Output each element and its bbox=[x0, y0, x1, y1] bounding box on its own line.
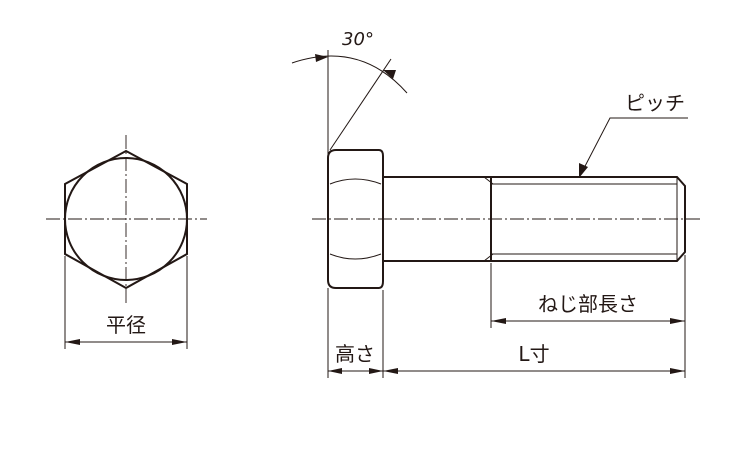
head-flat-arc-lower bbox=[329, 253, 382, 260]
angle-label: 30° bbox=[342, 29, 374, 50]
arrowhead-left bbox=[65, 339, 80, 345]
thread-runout-bottom bbox=[483, 253, 494, 262]
hex-outline bbox=[64, 149, 188, 290]
head-arrowhead-right bbox=[369, 368, 383, 374]
bolt-tip bbox=[491, 176, 686, 262]
head-height-label: 高さ bbox=[335, 342, 375, 366]
thread-arrowhead-left bbox=[491, 318, 506, 324]
length-label: L寸 bbox=[518, 342, 549, 366]
angle-arc bbox=[291, 55, 408, 94]
angle-callout: 30° bbox=[291, 29, 408, 156]
length-arrowhead-left bbox=[383, 368, 398, 374]
head-flat-arc-upper bbox=[329, 178, 382, 185]
pitch-label: ピッチ bbox=[625, 91, 685, 115]
arrowhead-right bbox=[172, 339, 187, 345]
angle-arrowhead-left bbox=[315, 54, 328, 62]
pitch-leader-arrowhead bbox=[579, 163, 588, 178]
length-arrowhead-right bbox=[670, 368, 685, 374]
bolt-side-view bbox=[312, 149, 700, 289]
hex-head-end-view bbox=[46, 135, 207, 303]
thread-arrowhead-right bbox=[670, 318, 685, 324]
head-height-dimension: 高さ bbox=[327, 288, 384, 378]
length-dimension: L寸 bbox=[383, 342, 685, 374]
thread-length-dimension: ねじ部長さ bbox=[490, 255, 686, 378]
pitch-leader-line bbox=[581, 117, 688, 173]
thread-runout-top bbox=[483, 176, 494, 185]
pitch-callout: ピッチ bbox=[579, 91, 688, 178]
thread-length-label: ねじ部長さ bbox=[538, 292, 638, 316]
across-flats-dimension: 平径 bbox=[64, 256, 188, 349]
angle-chamfer-extension bbox=[329, 58, 392, 151]
across-flats-label: 平径 bbox=[106, 313, 146, 337]
head-arrowhead-left bbox=[328, 368, 342, 374]
angle-arrowhead-right bbox=[383, 70, 396, 79]
